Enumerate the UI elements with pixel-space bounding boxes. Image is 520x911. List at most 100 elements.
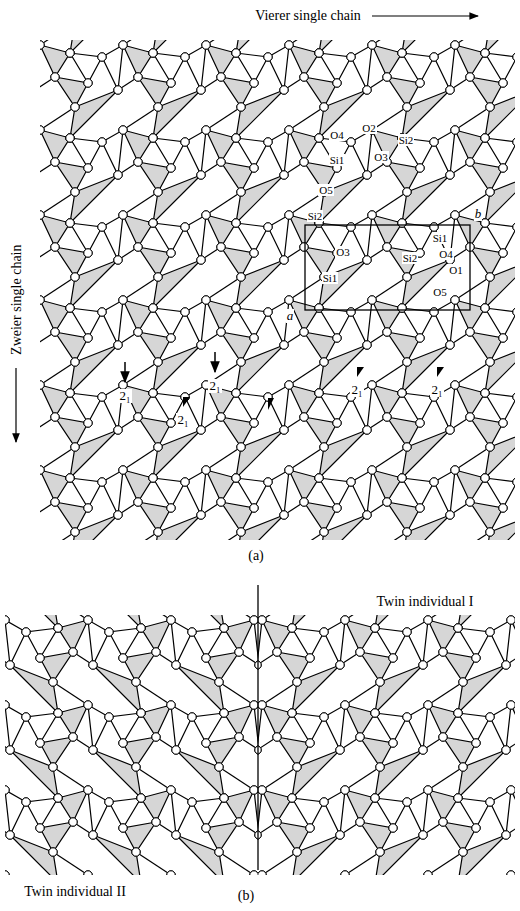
oxygen-atom [315,304,323,312]
oxygen-atom [513,478,515,486]
oxygen-atom [237,528,245,536]
oxygen-atom [486,713,494,721]
oxygen-atom [36,654,44,662]
oxygen-atom [66,134,74,142]
atom-label: Si2 [398,134,415,146]
oxygen-atom [114,86,122,94]
tetrahedron [70,223,102,253]
oxygen-atom [403,713,411,721]
oxygen-atom [84,786,92,794]
tetrahedron [375,835,423,875]
oxygen-atom [499,419,507,427]
oxygen-atom [71,188,79,196]
oxygen-atom [71,273,79,281]
bond-line [206,40,241,45]
tetrahedron [345,705,375,737]
oxygen-atom [36,739,44,747]
oxygen-atom [149,219,157,227]
oxygen-atom [40,466,44,474]
oxygen-atom [154,528,162,536]
oxygen-atom [66,304,74,312]
oxygen-atom [451,466,459,474]
oxygen-atom [333,504,341,512]
oxygen-atom [84,249,92,257]
tetrahedron [485,308,515,338]
oxygen-atom [232,304,240,312]
oxygen-atom [481,474,489,482]
oxygen-atom [513,138,515,146]
twin-sheet-left [5,615,258,875]
tetrahedron [192,713,224,743]
bond-line [262,615,297,620]
tetrahedron [236,223,268,253]
tetrahedron [176,835,224,875]
tetrahedron [109,713,141,743]
oxygen-atom [472,824,480,832]
tetrahedron [236,308,268,338]
oxygen-atom [114,511,122,519]
oxygen-atom [84,79,92,87]
oxygen-atom [264,308,272,316]
oxygen-atom [320,358,328,366]
tetrahedron [109,628,141,658]
oxygen-atom [237,443,245,451]
tetrahedron [324,790,345,835]
tetrahedron [10,665,58,713]
oxygen-atom [513,53,515,61]
bond-line [123,532,158,540]
bond-line [123,40,158,45]
oxygen-atom [439,648,447,656]
oxygen-atom [446,511,454,519]
oxygen-atom [383,328,391,336]
oxygen-atom [368,296,376,304]
oxygen-atom [416,79,424,87]
oxygen-atom [172,746,180,754]
tetrahedron [58,620,88,652]
tetrahedron [206,130,236,162]
oxygen-atom [507,786,515,794]
tetrahedron [58,790,88,822]
tetrahedron [206,737,239,767]
tetrahedron [455,45,485,77]
oxygen-atom [232,304,240,312]
oxygen-atom [454,794,462,802]
tetrahedron [268,45,289,90]
oxygen-atom [40,41,44,49]
oxygen-atom [333,79,341,87]
oxygen-atom [250,786,258,794]
oxygen-atom [398,474,406,482]
oxygen-atom [250,419,258,427]
tetrahedron [428,620,458,652]
oxygen-atom [149,134,157,142]
tetrahedron [485,53,515,83]
tetrahedron [402,515,450,540]
oxygen-atom [119,41,127,49]
chain-arrow [15,368,16,442]
oxygen-atom [258,871,266,875]
oxygen-atom [250,164,258,172]
oxygen-atom [368,211,376,219]
tetrahedron [319,430,367,478]
oxygen-atom [232,49,240,57]
oxygen-atom [84,871,92,875]
tetrahedron [387,247,420,277]
oxygen-atom [6,661,14,669]
bond-line [289,40,324,45]
oxygen-atom [40,381,44,389]
oxygen-atom [132,848,140,856]
oxygen-atom [237,188,245,196]
oxygen-atom [217,328,225,336]
oxygen-atom [132,848,140,856]
oxygen-atom [119,126,127,134]
oxygen-atom [172,661,180,669]
oxygen-atom [217,158,225,166]
oxygen-atom [371,624,379,632]
oxygen-atom [188,628,196,636]
oxygen-atom [215,678,223,686]
tetrahedron [485,223,515,253]
tetrahedron [292,615,340,628]
oxygen-atom [105,798,113,806]
oxygen-atom [202,739,210,747]
oxygen-atom [273,818,281,826]
oxygen-atom [371,794,379,802]
